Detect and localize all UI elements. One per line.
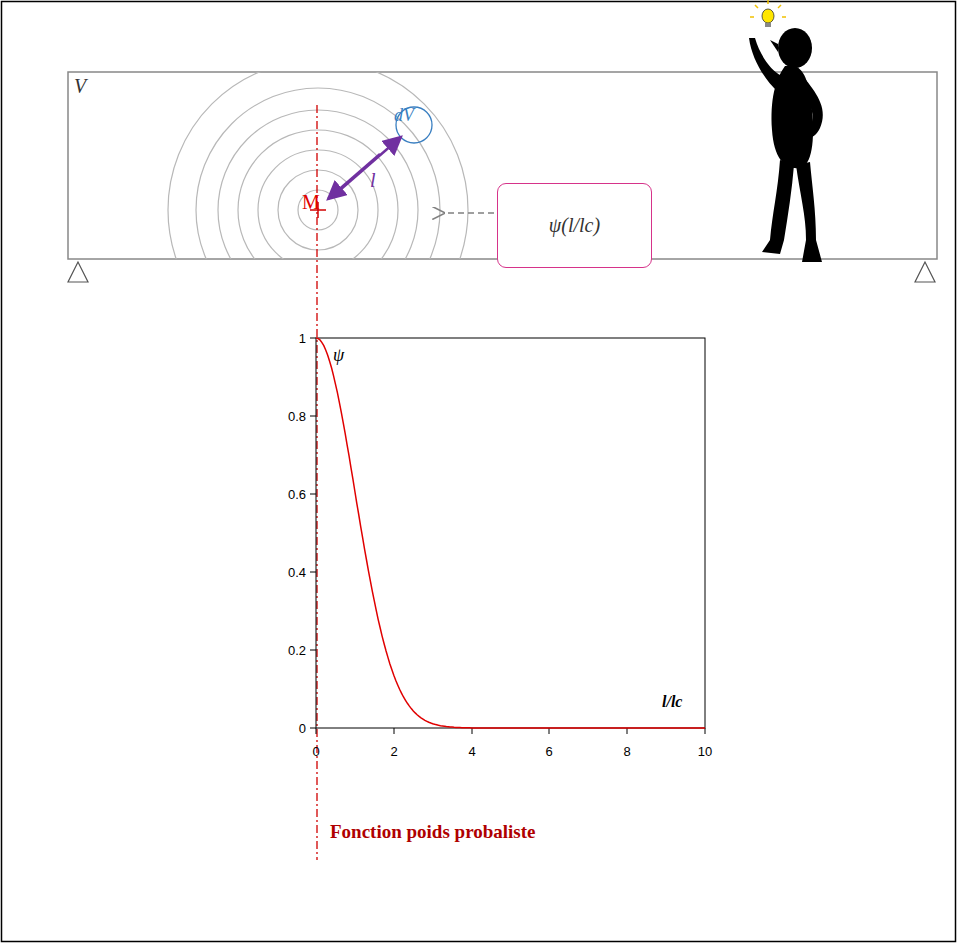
chart (310, 338, 705, 734)
tick-label: 0.4 (288, 566, 306, 579)
support (68, 262, 88, 282)
axis-title: l/lc (662, 694, 682, 710)
thinking-figure (749, 0, 823, 262)
volume-label: V (74, 76, 86, 96)
tick-label: 0 (312, 745, 319, 758)
pointer-arrow (444, 212, 494, 213)
formula-box: ψ(l/lc) (497, 183, 652, 268)
support (915, 262, 935, 282)
tick-label: 0.8 (288, 410, 306, 423)
formula-text: ψ(l/lc) (549, 214, 600, 237)
element-label: dV (394, 106, 414, 124)
tick-label: 0.2 (288, 644, 306, 657)
tick-label: 6 (545, 745, 552, 758)
axis-title: ψ (333, 346, 344, 364)
tick-label: 10 (698, 745, 712, 758)
tick-label: 2 (390, 745, 397, 758)
tick-label: 1 (299, 332, 306, 345)
tick-label: 0.6 (288, 488, 306, 501)
caption: Fonction poids probaliste (328, 822, 538, 841)
influence-circles (168, 72, 468, 259)
distance-arrow (328, 154, 380, 199)
point-label: M (302, 192, 320, 212)
distance-label: l (370, 170, 376, 190)
tick-label: 8 (623, 745, 630, 758)
tick-label: 4 (468, 745, 475, 758)
tick-label: 0 (299, 722, 306, 735)
